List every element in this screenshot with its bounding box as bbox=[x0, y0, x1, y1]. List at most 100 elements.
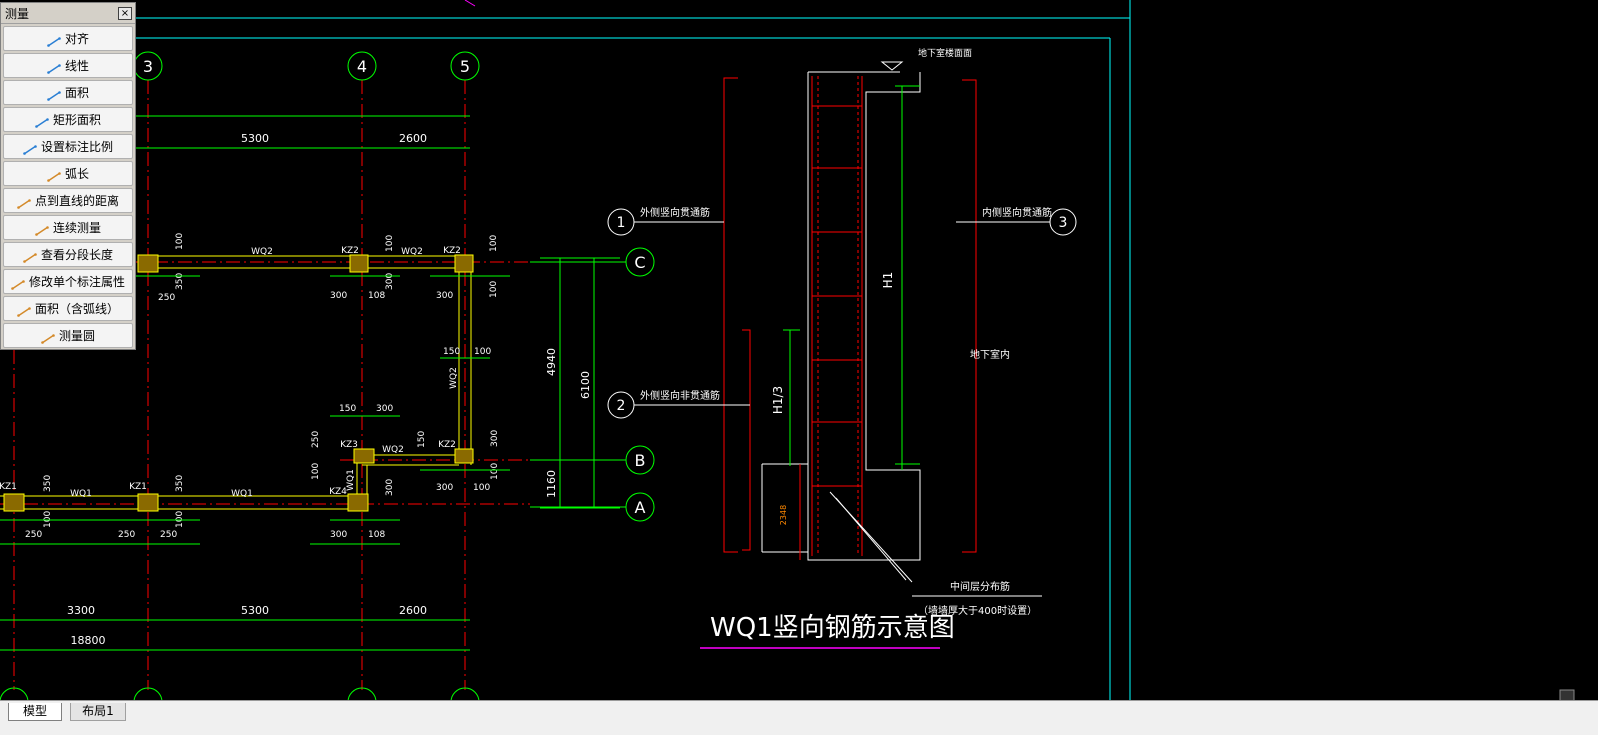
dim-100: 100 bbox=[473, 483, 490, 493]
label-kz2: KZ2 bbox=[341, 246, 359, 256]
dim-350: 350 bbox=[175, 475, 185, 492]
palette-button-0[interactable]: 对齐 bbox=[3, 26, 133, 51]
palette-button-11[interactable]: 测量圆 bbox=[3, 323, 133, 348]
palette-button-4[interactable]: 设置标注比例 bbox=[3, 134, 133, 159]
palette-button-6[interactable]: 点到直线的距离 bbox=[3, 188, 133, 213]
label-kz4: KZ4 bbox=[329, 487, 347, 497]
edit-dimension-icon bbox=[11, 276, 25, 290]
label-distribution-note: （墙墙厚大于400时设置） bbox=[918, 604, 1037, 617]
palette-button-label: 线性 bbox=[64, 59, 89, 73]
palette-button-label: 修改单个标注属性 bbox=[28, 275, 125, 289]
label-kz2: KZ2 bbox=[443, 246, 461, 256]
dim-300: 300 bbox=[330, 530, 347, 540]
dim-100: 100 bbox=[43, 511, 53, 528]
callout-outer-through-bar: 外侧竖向贯通筋 bbox=[640, 206, 710, 219]
palette-tool-list: 对齐线性面积矩形面积设置标注比例弧长点到直线的距离连续测量查看分段长度修改单个标… bbox=[1, 24, 135, 350]
dim-bottom-total: 18800 bbox=[71, 634, 106, 647]
dim-300: 300 bbox=[330, 291, 347, 301]
dim-250: 250 bbox=[118, 530, 135, 540]
dim-108: 108 bbox=[368, 291, 385, 301]
label-wq1: WQ1 bbox=[231, 489, 253, 499]
dim-250: 250 bbox=[25, 530, 42, 540]
palette-button-8[interactable]: 查看分段长度 bbox=[3, 242, 133, 267]
dim-100: 100 bbox=[474, 347, 491, 357]
dim-150: 150 bbox=[417, 431, 427, 448]
dim-100: 100 bbox=[489, 281, 499, 298]
label-h1-3: H1/3 bbox=[771, 386, 785, 414]
palette-button-label: 面积 bbox=[64, 86, 89, 100]
label-wq2-vertical: WQ2 bbox=[449, 367, 459, 389]
palette-title: 测量 bbox=[5, 6, 30, 21]
scale-icon bbox=[23, 141, 37, 155]
palette-button-label: 面积（含弧线） bbox=[34, 302, 119, 316]
dim-right-1160: 1160 bbox=[545, 470, 558, 498]
palette-button-label: 设置标注比例 bbox=[40, 140, 113, 154]
palette-button-label: 对齐 bbox=[64, 32, 89, 46]
layout-tab-bar: 模型 布局1 bbox=[0, 700, 1598, 735]
callout-number-3: 3 bbox=[1059, 215, 1068, 231]
palette-button-10[interactable]: 面积（含弧线） bbox=[3, 296, 133, 321]
label-wq2: WQ2 bbox=[382, 445, 404, 455]
dim-top-2600: 2600 bbox=[399, 132, 427, 145]
dim-350: 350 bbox=[175, 273, 185, 290]
align-measure-icon bbox=[47, 33, 61, 47]
palette-button-9[interactable]: 修改单个标注属性 bbox=[3, 269, 133, 294]
dim-300: 300 bbox=[436, 483, 453, 493]
measure-circle-icon bbox=[41, 330, 55, 344]
dim-150: 150 bbox=[443, 347, 460, 357]
palette-button-7[interactable]: 连续测量 bbox=[3, 215, 133, 240]
tab-model[interactable]: 模型 bbox=[8, 703, 62, 721]
palette-button-5[interactable]: 弧长 bbox=[3, 161, 133, 186]
axis-bubble-5: 5 bbox=[460, 57, 470, 76]
linear-measure-icon bbox=[47, 60, 61, 74]
label-basement-floor: 地下室楼面面 bbox=[918, 47, 972, 59]
dim-100: 100 bbox=[385, 235, 395, 252]
label-kz3: KZ3 bbox=[340, 440, 358, 450]
label-h1: H1 bbox=[881, 272, 895, 289]
palette-button-label: 查看分段长度 bbox=[40, 248, 113, 262]
label-wq2: WQ2 bbox=[251, 247, 273, 257]
label-basement-interior: 地下室内 bbox=[970, 348, 1010, 361]
dim-right-4940: 4940 bbox=[545, 348, 558, 376]
dim-2348: 2348 bbox=[779, 505, 788, 525]
wall-section-detail: H1 H1/3 2348 1 2 3 外侧竖向贯通筋 外侧竖向非贯通筋 内侧竖向… bbox=[607, 47, 1077, 649]
dim-300: 300 bbox=[385, 273, 395, 290]
palette-titlebar[interactable]: 测量 × bbox=[1, 3, 135, 24]
palette-button-1[interactable]: 线性 bbox=[3, 53, 133, 78]
dim-100: 100 bbox=[489, 235, 499, 252]
dim-300: 300 bbox=[490, 430, 500, 447]
palette-button-label: 弧长 bbox=[64, 167, 89, 181]
dim-108: 108 bbox=[368, 530, 385, 540]
callout-number-2: 2 bbox=[617, 398, 626, 414]
dim-300: 300 bbox=[436, 291, 453, 301]
dim-300: 300 bbox=[376, 404, 393, 414]
close-icon[interactable]: × bbox=[118, 6, 132, 20]
label-kz1: KZ1 bbox=[0, 482, 17, 492]
dim-100: 100 bbox=[175, 233, 185, 250]
segment-length-icon bbox=[23, 249, 37, 263]
measure-palette[interactable]: 测量 × 对齐线性面积矩形面积设置标注比例弧长点到直线的距离连续测量查看分段长度… bbox=[0, 2, 136, 350]
arc-area-icon bbox=[17, 303, 31, 317]
dim-100: 100 bbox=[311, 463, 321, 480]
tab-layout1[interactable]: 布局1 bbox=[70, 703, 126, 721]
dim-250: 250 bbox=[160, 530, 177, 540]
callout-number-1: 1 bbox=[617, 215, 626, 231]
axis-bubble-c: C bbox=[634, 253, 645, 272]
label-wq1: WQ1 bbox=[70, 489, 92, 499]
axis-bubble-b: B bbox=[635, 451, 646, 470]
axis-bubble-a: A bbox=[635, 498, 646, 517]
dim-100: 100 bbox=[490, 463, 500, 480]
palette-button-3[interactable]: 矩形面积 bbox=[3, 107, 133, 132]
palette-button-2[interactable]: 面积 bbox=[3, 80, 133, 105]
dim-250: 250 bbox=[311, 431, 321, 448]
dim-top-5300: 5300 bbox=[241, 132, 269, 145]
dim-100: 100 bbox=[175, 511, 185, 528]
arc-length-icon bbox=[47, 168, 61, 182]
label-wq1-vertical: WQ1 bbox=[346, 469, 356, 491]
palette-button-label: 矩形面积 bbox=[52, 113, 101, 127]
dim-250: 250 bbox=[158, 293, 175, 303]
dim-right-6100: 6100 bbox=[579, 371, 592, 399]
callout-outer-non-through-bar: 外侧竖向非贯通筋 bbox=[640, 389, 720, 402]
label-kz2: KZ2 bbox=[438, 440, 456, 450]
